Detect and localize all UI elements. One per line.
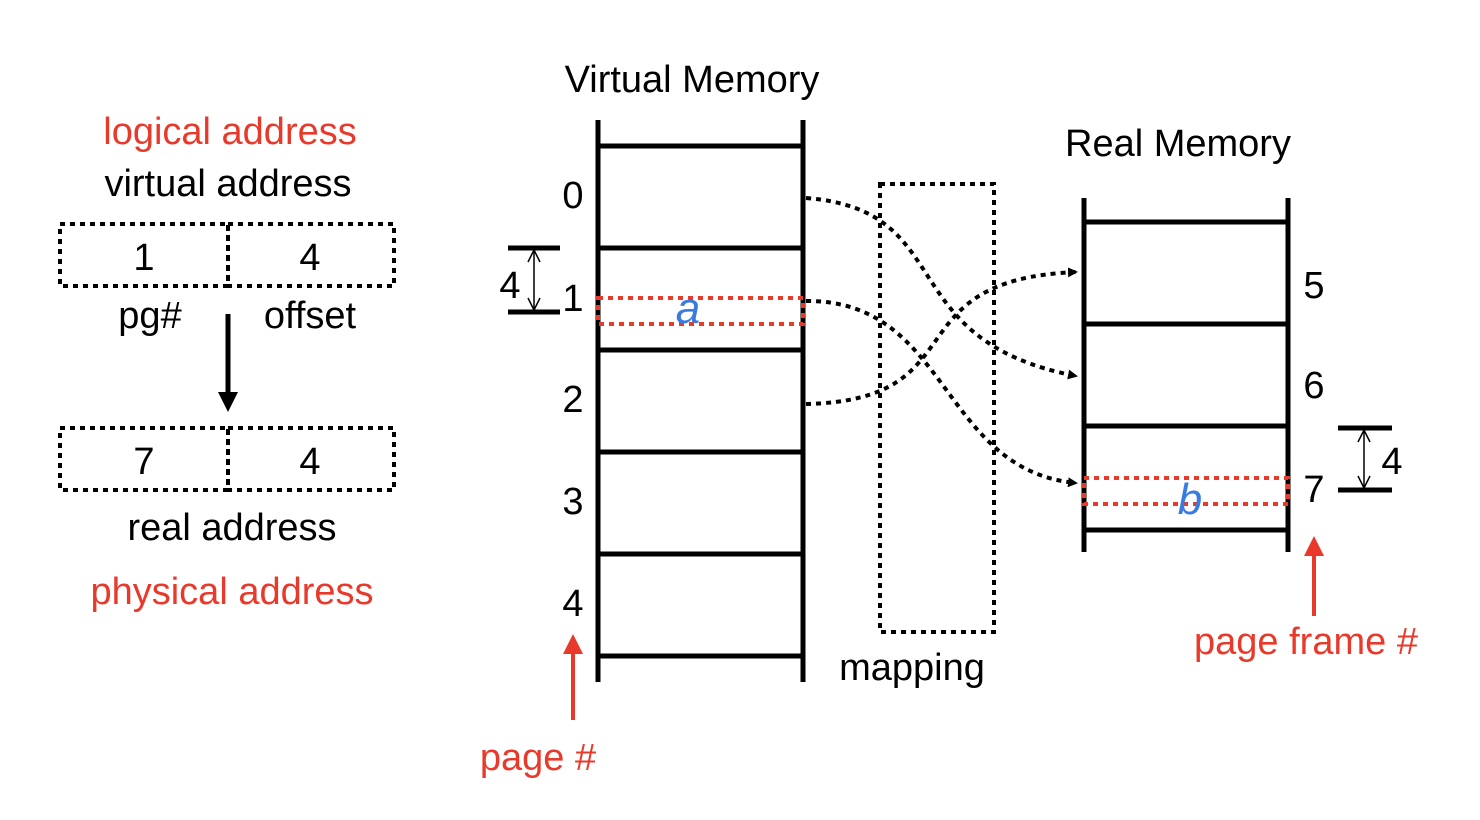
page-number-3: 3 — [562, 481, 583, 523]
real-highlight-region — [1082, 476, 1290, 506]
frame-number-5: 5 — [1303, 265, 1324, 307]
virtual-address-box: 1 4 — [58, 222, 396, 288]
page-frame-number-label: page frame # — [1194, 621, 1418, 663]
page-number-2: 2 — [562, 379, 583, 421]
virtual-memory-title: Virtual Memory — [565, 59, 820, 101]
real-offset-field — [226, 426, 396, 492]
page-frame-number-pointer — [1304, 536, 1324, 616]
real-size-value: 4 — [1381, 441, 1402, 483]
real-highlight-letter: b — [1178, 475, 1202, 524]
real-frame-value: 7 — [133, 441, 154, 483]
virtual-offset-field — [226, 222, 396, 288]
page-number-0: 0 — [562, 175, 583, 217]
mapping: mapping — [805, 182, 1078, 689]
virtual-address-label: virtual address — [104, 163, 351, 205]
virtual-highlight-letter: a — [676, 284, 700, 333]
offset-label: offset — [264, 295, 357, 337]
logical-address-label: logical address — [103, 111, 356, 153]
mapping-arrow-page1-to-frame7 — [805, 298, 1078, 488]
mapping-box — [878, 182, 996, 634]
real-size-marker: 4 — [1338, 425, 1403, 493]
real-address-label: real address — [127, 507, 336, 549]
real-address-box: 7 4 — [58, 426, 396, 492]
mapping-arrow-page2-to-frame5 — [805, 267, 1078, 406]
real-memory: Real Memory b 5 6 7 4 page frame # — [1065, 123, 1418, 663]
page-number-4: 4 — [562, 583, 583, 625]
real-memory-title: Real Memory — [1065, 123, 1291, 165]
pg-number-label: pg# — [118, 295, 181, 337]
virtual-size-marker: 4 — [499, 245, 560, 315]
page-number-1: 1 — [562, 278, 583, 320]
page-number-pointer — [563, 634, 583, 720]
real-offset-value: 4 — [299, 441, 320, 483]
translation-arrow — [218, 314, 238, 412]
virtual-page-value: 1 — [133, 237, 154, 279]
real-frame-field — [58, 426, 230, 492]
virtual-highlight-region — [596, 296, 805, 326]
page-number-label: page # — [480, 737, 596, 779]
virtual-memory: Virtual Memory a 0 1 2 3 4 4 page # — [480, 59, 820, 779]
mapping-label: mapping — [839, 647, 985, 689]
virtual-size-value: 4 — [499, 265, 520, 307]
address-translation: logical address virtual address 1 4 pg# … — [58, 111, 396, 613]
frame-number-6: 6 — [1303, 365, 1324, 407]
physical-address-label: physical address — [90, 571, 373, 613]
virtual-page-field — [58, 222, 230, 288]
frame-number-7: 7 — [1303, 469, 1324, 511]
mapping-arrow-page0-to-frame6 — [805, 196, 1078, 380]
virtual-offset-value: 4 — [299, 237, 320, 279]
